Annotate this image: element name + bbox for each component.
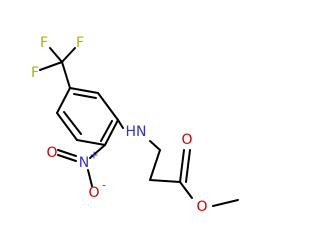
bond-ch2-carbonyl <box>149 179 181 183</box>
bond-ring-nh <box>117 119 124 129</box>
bond-cf3-c-f1 <box>49 47 63 63</box>
ring-bond-4 <box>76 139 106 146</box>
bond-nitro-o-left-2 <box>57 154 77 162</box>
bond-nitro-o-bottom <box>87 169 93 187</box>
nitro-o-left-label: O <box>46 145 57 161</box>
bond-ring-nitro <box>89 144 106 159</box>
bond-nitro-o-left <box>57 149 77 157</box>
fluorine-2-label: F <box>76 35 84 51</box>
ring-bond-2 <box>97 92 119 121</box>
structure-drawing: F F F HN N + O O - O O <box>31 35 239 215</box>
fluorine-1-label: F <box>40 35 48 51</box>
molecule-diagram: F F F HN N + O O - O O <box>30 35 239 215</box>
ring-bond-1-inner <box>73 93 97 99</box>
ring-bond-3-inner <box>100 120 113 142</box>
nitro-o-charge: - <box>102 179 106 192</box>
ring-bond-3 <box>104 119 119 146</box>
bond-carbonyl-double-b <box>185 149 191 183</box>
bond-ch2-ch2 <box>149 149 161 181</box>
ring-bond-5-inner <box>63 111 82 135</box>
ring-bond-1 <box>69 87 99 94</box>
bond-carbonyl-oester <box>179 181 193 199</box>
carbonyl-o-label: O <box>181 132 192 148</box>
ester-o-label: O <box>196 199 207 215</box>
nitro-n-charge: + <box>89 149 98 162</box>
nh-label: HN <box>126 124 147 140</box>
bond-cf3-ring <box>61 61 71 89</box>
bond-cf3-c-f2 <box>61 47 76 63</box>
fluorine-3-label: F <box>31 65 39 81</box>
bond-cf3-c-f3 <box>39 61 63 71</box>
bond-carbonyl-double-a <box>179 149 185 183</box>
nitro-n-label: N <box>79 155 89 171</box>
ring-bond-6 <box>56 87 71 114</box>
bond-nh-ch2 <box>149 140 161 151</box>
bond-oester-methyl <box>212 199 239 207</box>
nitro-o-bottom-label: O <box>88 185 99 201</box>
ring-bond-5 <box>56 112 78 141</box>
